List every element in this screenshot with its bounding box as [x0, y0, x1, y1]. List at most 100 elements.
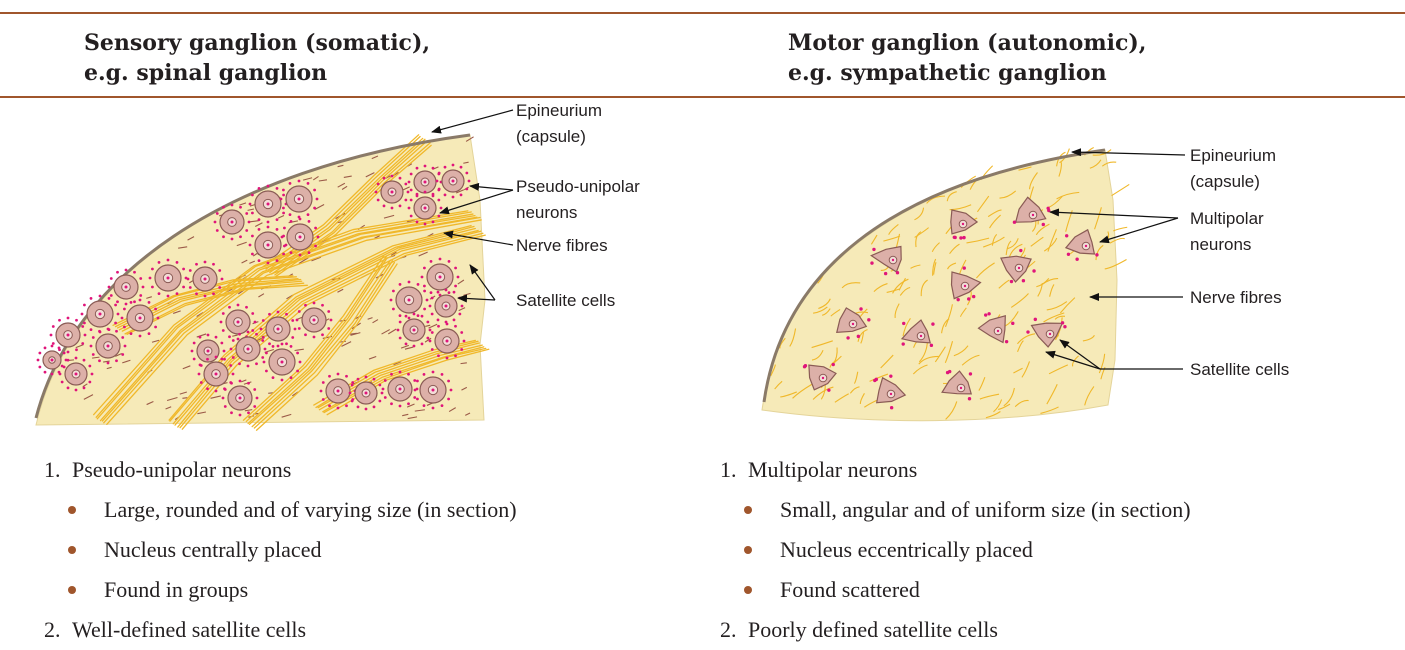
- satellite-cell: [889, 374, 892, 377]
- satellite-cell: [248, 221, 251, 224]
- satellite-cell: [421, 315, 424, 318]
- satellite-cell: [223, 350, 226, 353]
- satellite-cell: [228, 306, 231, 309]
- satellite-cell: [429, 329, 432, 332]
- satellite-cell: [426, 321, 429, 324]
- satellite-cell: [337, 373, 340, 376]
- satellite-cell: [229, 364, 232, 367]
- satellite-cell: [307, 182, 310, 185]
- satellite-cell: [258, 259, 261, 262]
- satellite-cell: [1095, 253, 1098, 256]
- satellite-cell: [204, 295, 207, 298]
- satellite-cell: [139, 335, 142, 338]
- satellite-cell: [432, 193, 435, 196]
- satellite-cell: [383, 177, 386, 180]
- satellite-cell: [896, 271, 899, 274]
- satellite-cell: [846, 336, 849, 339]
- satellite-cell: [67, 386, 70, 389]
- satellite-cell: [959, 236, 962, 239]
- satellite-cell: [408, 207, 411, 210]
- right-label-epineurium-1: Epineurium: [1190, 146, 1276, 165]
- satellite-cell: [121, 317, 124, 320]
- satellite-cell: [291, 336, 294, 339]
- satellite-cell: [215, 336, 218, 339]
- nucleolus: [299, 236, 302, 239]
- satellite-cell: [148, 332, 151, 335]
- nucleolus: [237, 321, 240, 324]
- satellite-cell: [256, 397, 259, 400]
- satellite-cell: [399, 321, 402, 324]
- satellite-cell: [139, 294, 142, 297]
- left-label-epineurium-1: Epineurium: [516, 101, 602, 120]
- satellite-cell: [410, 215, 413, 218]
- nucleolus: [337, 390, 340, 393]
- satellite-cell: [465, 172, 468, 175]
- nucleolus: [167, 277, 170, 280]
- satellite-cell: [431, 348, 434, 351]
- nucleolus: [139, 317, 142, 320]
- satellite-cell: [110, 277, 113, 280]
- satellite-cell: [884, 272, 887, 275]
- nucleolus: [446, 340, 449, 343]
- satellite-cell: [220, 321, 223, 324]
- satellite-cell: [294, 328, 297, 331]
- satellite-cell: [231, 238, 234, 241]
- motor-item-2: 2.Poorly defined satellite cells: [720, 610, 1191, 650]
- satellite-cell: [330, 319, 333, 322]
- satellite-cell: [224, 388, 227, 391]
- satellite-cell: [258, 187, 261, 190]
- satellite-cell: [327, 310, 330, 313]
- satellite-cell: [407, 373, 410, 376]
- satellite-cell: [436, 180, 439, 183]
- satellite-cell: [452, 196, 455, 199]
- satellite-cell: [282, 207, 285, 210]
- nucleolus: [298, 198, 301, 201]
- satellite-cell: [61, 365, 64, 368]
- satellite-cell: [239, 380, 242, 383]
- nucleolus: [452, 180, 455, 183]
- satellite-cell: [107, 328, 110, 331]
- satellite-cell: [154, 308, 157, 311]
- satellite-cell: [431, 297, 434, 300]
- satellite-cell: [438, 172, 441, 175]
- satellite-cell: [408, 281, 411, 284]
- satellite-cell: [61, 381, 64, 384]
- satellite-cell: [148, 301, 151, 304]
- satellite-cell: [1042, 223, 1045, 226]
- satellite-cell: [116, 300, 119, 303]
- satellite-cell: [407, 191, 410, 194]
- satellite-cell: [107, 362, 110, 365]
- sensory-item-1-number: 1.: [44, 450, 72, 490]
- satellite-cell: [193, 342, 196, 345]
- satellite-cell: [953, 236, 956, 239]
- satellite-cell: [444, 166, 447, 169]
- satellite-cell: [176, 292, 179, 295]
- satellite-cell: [351, 381, 354, 384]
- satellite-cell: [321, 304, 324, 307]
- satellite-cell: [115, 359, 118, 362]
- satellite-cell: [984, 313, 987, 316]
- satellite-cell: [44, 346, 47, 349]
- motor-bullet-2: Nucleus eccentrically placed: [720, 530, 1191, 570]
- nucleolus: [125, 286, 128, 289]
- nucleolus: [204, 278, 207, 281]
- satellite-cell: [962, 236, 965, 239]
- satellite-cell: [377, 183, 380, 186]
- satellite-cell: [454, 354, 457, 357]
- satellite-cell: [251, 253, 254, 256]
- nucleolus: [424, 181, 427, 184]
- satellite-cell: [114, 322, 117, 325]
- satellite-cell: [123, 326, 126, 329]
- satellite-cell: [972, 295, 975, 298]
- sensory-item-1: 1.Pseudo-unipolar neurons: [44, 450, 517, 490]
- satellite-cell: [345, 375, 348, 378]
- satellite-cell: [444, 193, 447, 196]
- satellite-cell: [222, 235, 225, 238]
- satellite-cell: [421, 276, 424, 279]
- satellite-cell: [397, 329, 400, 332]
- satellite-cell: [1067, 253, 1070, 256]
- satellite-cell: [52, 325, 55, 328]
- satellite-cell: [276, 259, 279, 262]
- nucleolus: [1049, 333, 1051, 335]
- nucleolus: [399, 388, 402, 391]
